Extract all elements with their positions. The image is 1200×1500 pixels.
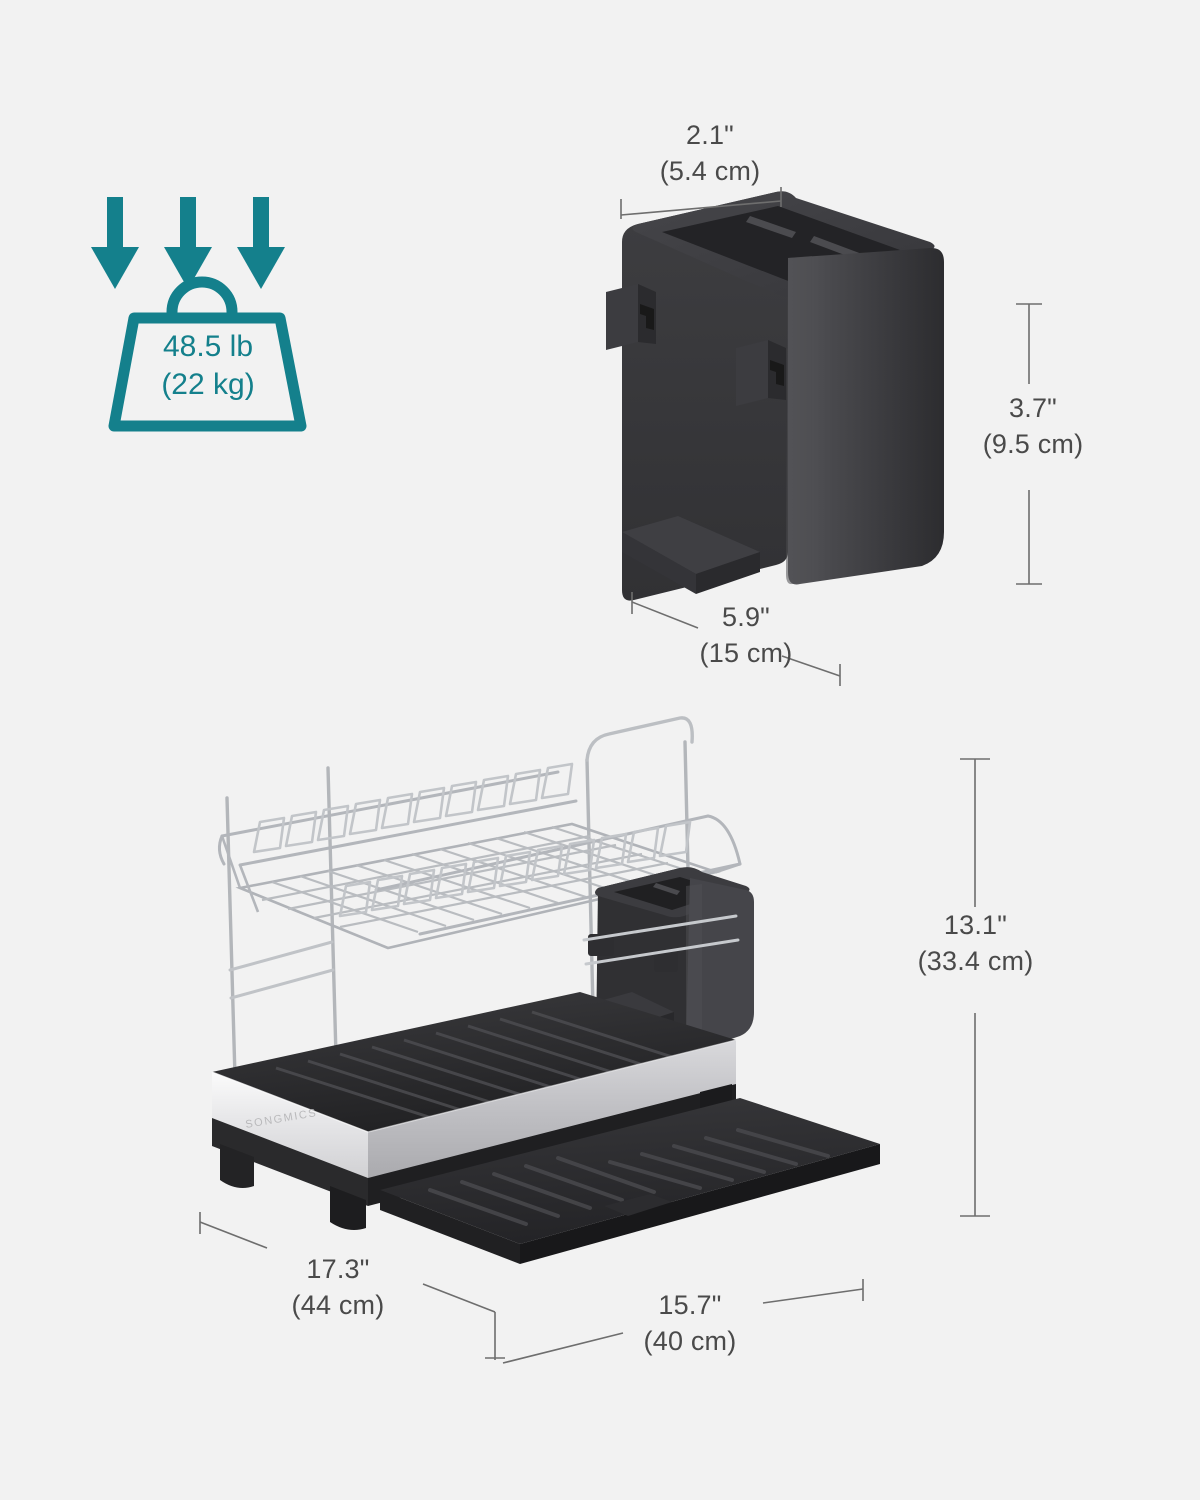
load-capacity-text: 48.5 lb (22 kg): [88, 328, 328, 405]
utensil-holder-width-imperial: 2.1": [686, 120, 734, 150]
dish-rack-holder-rails: [582, 914, 740, 966]
down-arrow-1: [91, 197, 139, 289]
utensil-holder-width-dimension-line: [620, 187, 782, 219]
dish-rack-drainboard: [380, 1098, 880, 1264]
utensil-holder-width-label: 2.1" (5.4 cm): [620, 118, 800, 189]
utensil-holder-depth-label: 5.9" (15 cm): [646, 600, 846, 671]
dish-rack-base-tray: [211, 992, 737, 1230]
dish-rack-width-dimension-line: [502, 1279, 864, 1364]
dish-rack-height-dimension-line: [960, 758, 990, 1217]
utensil-holder-height-label: 3.7" (9.5 cm): [948, 391, 1118, 462]
dish-rack-height-metric: (33.4 cm): [917, 945, 1034, 976]
load-capacity-imperial: 48.5 lb: [162, 330, 254, 363]
utensil-holder-depth-metric: (15 cm): [699, 637, 793, 668]
dish-rack-depth-metric: (44 cm): [291, 1289, 385, 1320]
utensil-holder-depth-dimension-line: [631, 592, 841, 686]
dish-rack-rear-handle: [585, 716, 694, 762]
weight-icon: [91, 197, 307, 432]
utensil-holder-divider-1: [746, 216, 796, 238]
dish-rack-depth-label: 17.3" (44 cm): [238, 1252, 438, 1323]
utensil-holder-body-highlight: [786, 256, 812, 585]
dish-rack-illustration: [211, 716, 880, 1264]
weight-body-icon: [108, 276, 307, 432]
utensil-holder-width-metric: (5.4 cm): [659, 155, 761, 186]
load-capacity-metric: (22 kg): [161, 368, 255, 402]
utensil-holder-side-body: [788, 247, 944, 585]
down-arrows-icon: [91, 197, 285, 289]
dish-rack-height-imperial: 13.1": [943, 910, 1008, 940]
down-arrow-3: [237, 197, 285, 289]
utensil-holder-hook-2: [736, 340, 786, 406]
dish-rack-depth-imperial: 17.3": [306, 1254, 370, 1284]
utensil-holder-height-imperial: 3.7": [1009, 393, 1057, 423]
dish-rack-width-imperial: 15.7": [658, 1290, 722, 1320]
down-arrow-2: [164, 197, 212, 289]
utensil-holder-front-panel: [622, 191, 788, 601]
utensil-holder-drip-spout: [622, 516, 760, 594]
utensil-holder-hook-1: [606, 284, 656, 350]
dish-rack-width-label: 15.7" (40 cm): [590, 1288, 790, 1359]
utensil-holder-height-dimension-line: [1016, 303, 1042, 585]
dish-rack-side-rails: [228, 940, 335, 1000]
dish-rack-width-metric: (40 cm): [643, 1325, 737, 1356]
dish-rack-height-label: 13.1" (33.4 cm): [888, 908, 1063, 979]
utensil-holder-height-metric: (9.5 cm): [982, 428, 1084, 459]
utensil-holder-depth-imperial: 5.9": [722, 602, 770, 632]
utensil-holder-illustration: [606, 191, 944, 601]
load-capacity-badge: 48.5 lb (22 kg): [88, 185, 328, 445]
dish-rack-upper-basket: [217, 762, 742, 950]
dish-rack-depth-dimension-line: [199, 1212, 505, 1360]
